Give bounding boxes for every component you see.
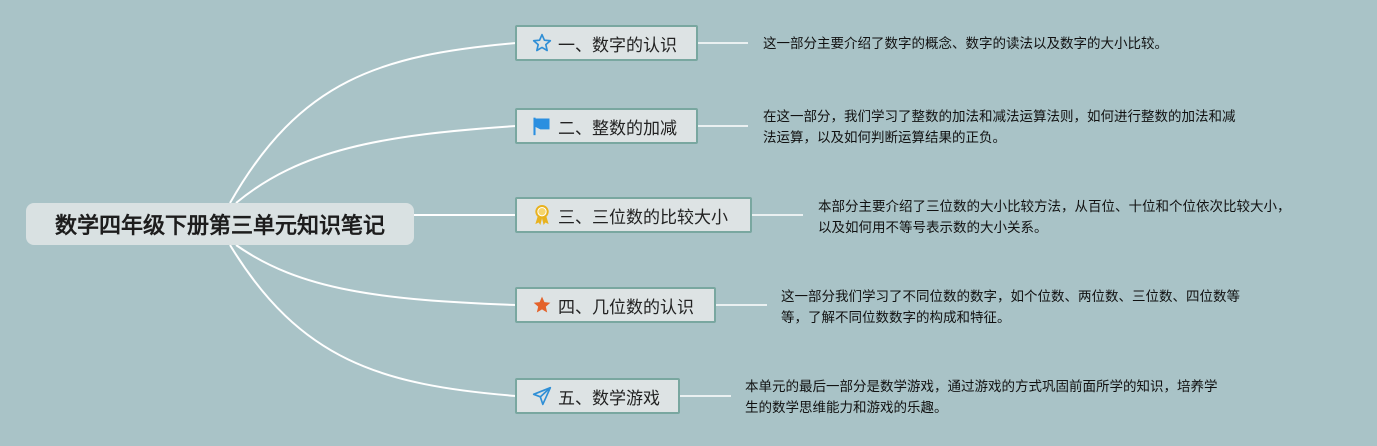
topic-note-2: 在这一部分，我们学习了整数的加法和减法运算法则，如何进行整数的加法和减 法运算，… [763, 107, 1236, 149]
topic-node-1[interactable]: 一、数字的认识 [515, 25, 698, 61]
topic-note-4: 这一部分我们学习了不同位数的数字，如个位数、两位数、三位数、四位数等 等，了解不… [781, 287, 1240, 329]
topic-label: 二、整数的加减 [558, 118, 677, 139]
root-node[interactable]: 数学四年级下册第三单元知识笔记 [26, 203, 414, 245]
branch-line-1 [229, 42, 517, 204]
topic-node-4[interactable]: 四、几位数的认识 [515, 287, 716, 323]
topic-label: 四、几位数的认识 [558, 297, 694, 318]
topic-label: 五、数学游戏 [558, 388, 660, 409]
topic-node-2[interactable]: 二、整数的加减 [515, 108, 698, 144]
star-filled-icon [531, 294, 553, 316]
flag-icon [531, 115, 553, 137]
topic-note-5: 本单元的最后一部分是数学游戏，通过游戏的方式巩固前面所学的知识，培养学 生的数学… [745, 377, 1218, 419]
note-line-text: 在这一部分，我们学习了整数的加法和减法运算法则，如何进行整数的加法和减 [763, 109, 1236, 125]
root-title: 数学四年级下册第三单元知识笔记 [54, 214, 385, 239]
topic-note-1: 这一部分主要介绍了数字的概念、数字的读法以及数字的大小比较。 [763, 34, 1168, 55]
note-line-text: 生的数学思维能力和游戏的乐趣。 [745, 400, 948, 416]
award-medal-icon [531, 204, 553, 226]
topic-node-3[interactable]: 三、三位数的比较大小 [515, 197, 752, 233]
topic-label: 三、三位数的比较大小 [558, 207, 728, 228]
note-line-text: 这一部分主要介绍了数字的概念、数字的读法以及数字的大小比较。 [763, 36, 1168, 52]
topic-label: 一、数字的认识 [558, 35, 677, 56]
topic-node-5[interactable]: 五、数学游戏 [515, 378, 680, 414]
branch-line-4 [235, 244, 517, 306]
note-line-text: 本部分主要介绍了三位数的大小比较方法，从百位、十位和个位依次比较大小， [818, 199, 1291, 215]
branch-line-2 [235, 125, 517, 204]
note-line-text: 这一部分我们学习了不同位数的数字，如个位数、两位数、三位数、四位数等 [781, 289, 1240, 305]
paper-plane-icon [531, 385, 553, 407]
topic-note-3: 本部分主要介绍了三位数的大小比较方法，从百位、十位和个位依次比较大小， 以及如何… [818, 197, 1291, 239]
branch-line-5 [229, 244, 517, 397]
star-outline-icon [531, 32, 553, 54]
note-line-text: 以及如何用不等号表示数的大小关系。 [818, 220, 1048, 236]
note-line-text: 本单元的最后一部分是数学游戏，通过游戏的方式巩固前面所学的知识，培养学 [745, 379, 1218, 395]
note-line-text: 法运算，以及如何判断运算结果的正负。 [763, 130, 1006, 146]
note-line-text: 等，了解不同位数数字的构成和特征。 [781, 310, 1011, 326]
